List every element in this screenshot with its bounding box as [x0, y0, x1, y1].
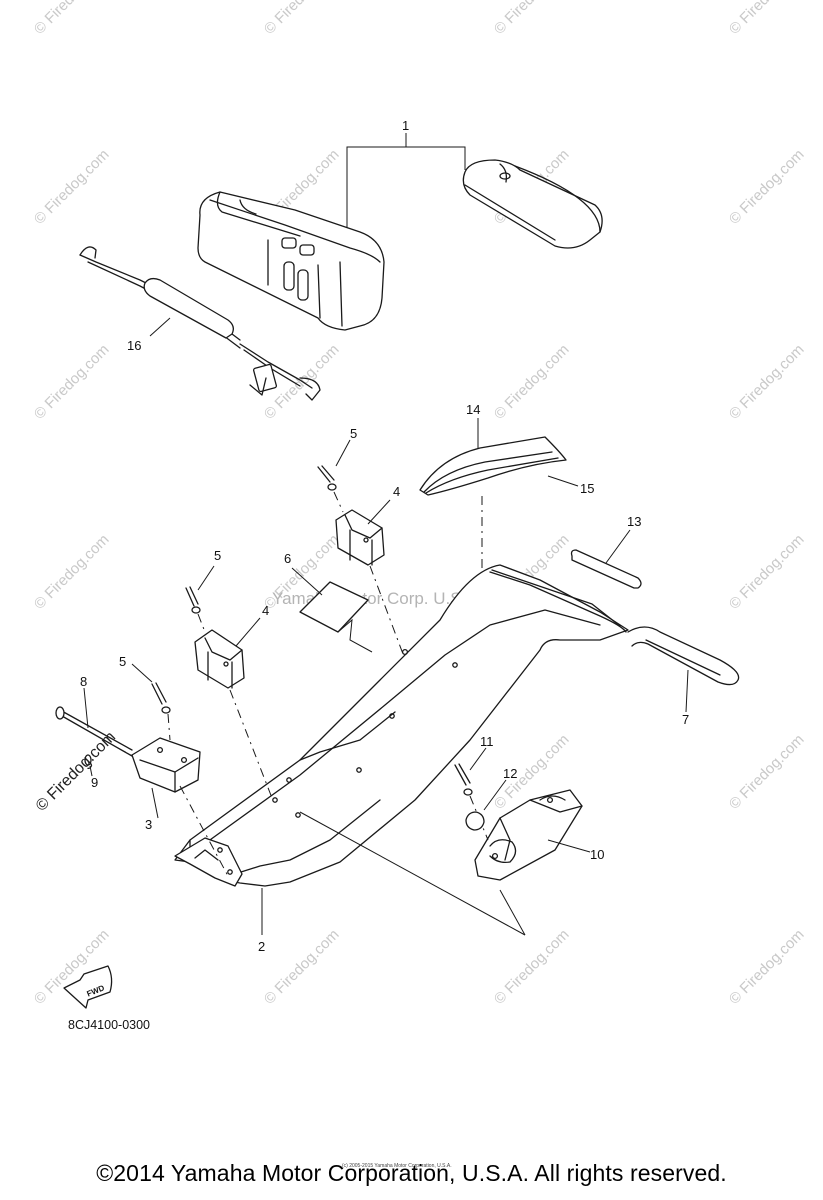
callout-13: 13	[627, 514, 641, 529]
callout-5: 5	[350, 426, 357, 441]
part-6-label	[291, 567, 373, 653]
callout-labels: 1 16 14 5 4 15 13 5 6 4 5 8 7 11 12 9 3 …	[80, 118, 689, 954]
callout-5: 5	[214, 548, 221, 563]
part-10-bracket	[454, 747, 591, 881]
watermark: © Firedog.com	[491, 926, 573, 1008]
watermark: © Firedog.com	[726, 926, 808, 1008]
callout-7: 7	[682, 712, 689, 727]
callout-9: 9	[91, 775, 98, 790]
callout-8: 8	[80, 674, 87, 689]
watermark: © Firedog.com	[726, 0, 808, 38]
callout-14: 14	[466, 402, 480, 417]
part-14-15-decal	[419, 418, 579, 590]
diagram-code: 8CJ4100-0300	[68, 1018, 150, 1032]
watermark: © Firedog.com	[261, 0, 343, 38]
callout-6: 6	[284, 551, 291, 566]
watermark-layer: © Firedog.com © Firedog.com © Firedog.co…	[31, 0, 808, 1008]
part-3-bracket	[55, 663, 229, 877]
part-4-upper-bracket	[317, 439, 404, 655]
watermark: © Firedog.com	[726, 731, 808, 813]
watermark: © Firedog.com	[726, 146, 808, 228]
tiny-credit: (c) 2005-2015 Yamaha Motor Corporation, …	[342, 1163, 452, 1169]
watermark: © Firedog.com	[261, 926, 343, 1008]
callout-16: 16	[127, 338, 141, 353]
callout-10: 10	[590, 847, 604, 862]
callout-15: 15	[580, 481, 594, 496]
callout-5: 5	[119, 654, 126, 669]
part-2-fender	[174, 564, 629, 936]
callout-4: 4	[262, 603, 269, 618]
watermark: © Firedog.com	[31, 0, 113, 38]
callout-2: 2	[258, 939, 265, 954]
part-13-strip	[570, 529, 642, 589]
watermark: © Firedog.com	[491, 341, 573, 423]
part-1-cushion-assembly	[197, 133, 603, 331]
watermark: © Firedog.com	[491, 0, 573, 38]
watermark: © Firedog.com	[726, 531, 808, 613]
copyright-footer: ©2014 Yamaha Motor Corporation, U.S.A. A…	[96, 1160, 727, 1186]
watermark: © Firedog.com	[31, 341, 113, 423]
callout-1: 1	[402, 118, 409, 133]
watermark: © Firedog.com	[726, 341, 808, 423]
watermark: © Firedog.com	[31, 531, 113, 613]
part-16-strap-cable	[79, 246, 321, 401]
callout-3: 3	[145, 817, 152, 832]
callout-4: 4	[393, 484, 400, 499]
part-4-lower-bracket	[185, 565, 273, 799]
callout-12: 12	[503, 766, 517, 781]
callout-11: 11	[480, 734, 494, 749]
part-7-rod	[627, 626, 740, 713]
watermark: © Firedog.com	[31, 146, 113, 228]
fwd-arrow: FWD	[63, 965, 113, 1009]
